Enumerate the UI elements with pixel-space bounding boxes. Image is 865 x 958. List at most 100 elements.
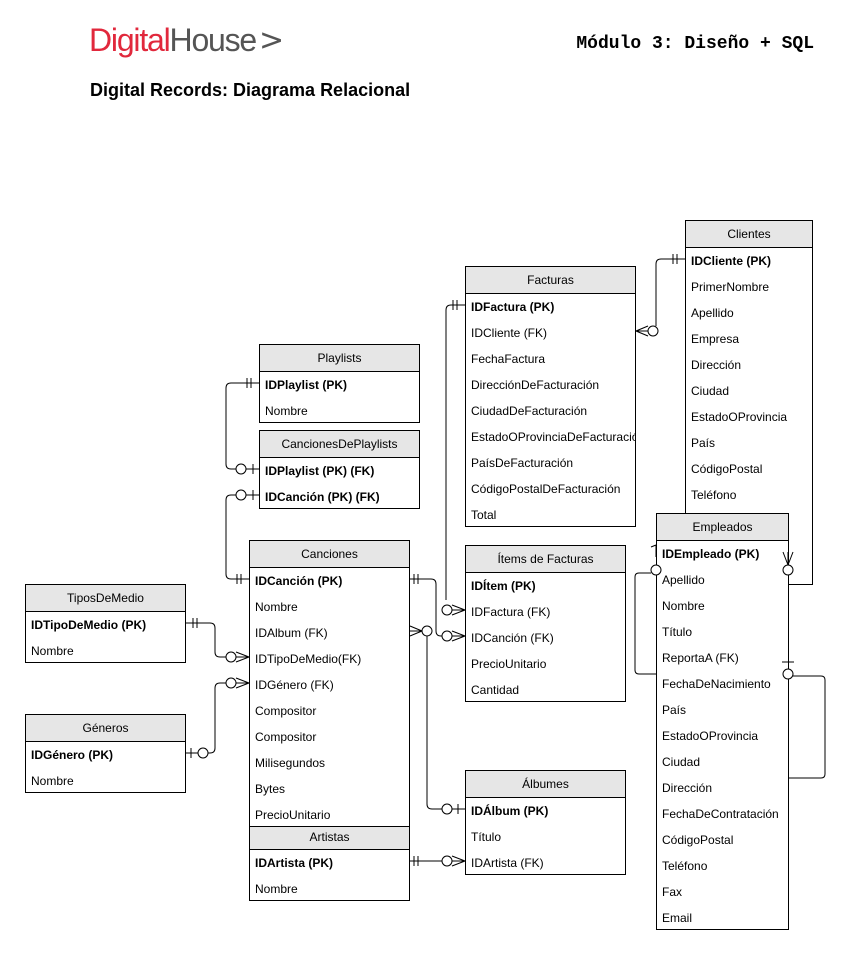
relation-canciones-canciones-de-playlists xyxy=(225,489,259,584)
entity-field: Ciudad xyxy=(662,755,701,769)
entity-field: FechaDeNacimiento xyxy=(662,677,771,691)
relation-canciones-items-de-facturas xyxy=(410,574,466,642)
entity-field: PrecioUnitario xyxy=(255,808,331,822)
entity-field: IDPlaylist (PK) xyxy=(265,378,348,392)
entity-field: Dirección xyxy=(691,358,742,372)
module-label: Módulo 3: Diseño + SQL xyxy=(576,34,814,54)
entity-field: IDCliente (PK) xyxy=(691,254,772,268)
entity-field: Nombre xyxy=(255,882,298,896)
entity-field: IDGénero (FK) xyxy=(255,678,334,692)
entity-field: PrecioUnitario xyxy=(471,657,547,671)
entity-canciones-de-playlists: CancionesDePlaylists IDPlaylist (PK) (FK… xyxy=(259,430,420,509)
entity-empleados: Empleados IDEmpleado (PK) Apellido Nombr… xyxy=(656,513,789,930)
relation-artistas-albumes xyxy=(410,855,466,867)
entity-field: País xyxy=(662,703,687,717)
entity-header: CancionesDePlaylists xyxy=(260,431,419,458)
entity-field: IDTipoDeMedio (PK) xyxy=(31,618,147,632)
relation-generos-canciones xyxy=(186,677,250,759)
entity-field: Compositor xyxy=(255,730,317,744)
entity-field: Apellido xyxy=(662,573,705,587)
entity-tipos-de-medio: TiposDeMedio IDTipoDeMedio (PK) Nombre xyxy=(25,584,186,663)
entity-header: Empleados xyxy=(657,514,788,541)
entity-field: IDPlaylist (PK) (FK) xyxy=(265,464,375,478)
logo-text-house: House xyxy=(169,21,258,58)
logo-text-digital: Digital xyxy=(89,21,171,58)
entity-field: Dirección xyxy=(662,781,713,795)
entity-field: Cantidad xyxy=(471,683,520,697)
entity-field: Compositor xyxy=(255,704,317,718)
entity-field: Título xyxy=(471,830,502,844)
entity-field: IDArtista (PK) xyxy=(255,856,334,870)
entity-field: EstadoOProvincia xyxy=(691,410,788,424)
entity-field: Nombre xyxy=(265,404,308,418)
entity-field: IDFactura (PK) xyxy=(471,300,555,314)
entity-field: PrimerNombre xyxy=(691,280,770,294)
relation-empleados-clientes xyxy=(650,544,794,576)
entity-artistas: Artistas IDArtista (PK) Nombre xyxy=(249,826,410,901)
entity-field: IDAlbum (FK) xyxy=(255,626,328,640)
entity-field: Empresa xyxy=(691,332,740,346)
entity-field: Email xyxy=(662,911,693,925)
entity-field: IDCanción (FK) xyxy=(471,631,554,645)
entity-field: Teléfono xyxy=(662,859,708,873)
entity-field: IDEmpleado (PK) xyxy=(662,547,760,561)
entity-field: Apellido xyxy=(691,306,734,320)
entity-field: IDCanción (PK) xyxy=(255,574,343,588)
entity-field: PaísDeFacturación xyxy=(471,456,574,470)
entity-field: FechaFactura xyxy=(471,352,546,366)
entity-field: CódigoPostal xyxy=(662,833,734,847)
entity-items-de-facturas: Ítems de Facturas IDÍtem (PK) IDFactura … xyxy=(465,545,626,702)
entity-field: Fax xyxy=(662,885,683,899)
entity-header: Álbumes xyxy=(466,771,625,798)
entity-field: DirecciónDeFacturación xyxy=(471,378,600,392)
entity-facturas: Facturas IDFactura (PK) IDCliente (FK) F… xyxy=(465,266,636,527)
logo-chevron-icon: > xyxy=(259,22,285,58)
entity-header: Clientes xyxy=(686,221,812,248)
relation-clientes-facturas xyxy=(635,254,685,337)
relation-canciones-albumes xyxy=(409,625,465,815)
entity-field: CiudadDeFacturación xyxy=(471,404,588,418)
entity-field: IDFactura (FK) xyxy=(471,605,551,619)
entity-field: IDTipoDeMedio(FK) xyxy=(255,652,362,666)
entity-header: Playlists xyxy=(260,345,419,372)
entity-header: Géneros xyxy=(26,715,185,742)
entity-field: Ciudad xyxy=(691,384,730,398)
entity-field: Título xyxy=(662,625,693,639)
entity-header: Artistas xyxy=(250,827,409,850)
entity-header: TiposDeMedio xyxy=(26,585,185,612)
entity-field: IDÁlbum (PK) xyxy=(471,804,549,818)
entity-field: IDCanción (PK) (FK) xyxy=(265,490,380,504)
entity-field: Total xyxy=(471,508,497,522)
entity-field: IDCliente (FK) xyxy=(471,326,548,340)
entity-field: Bytes xyxy=(255,782,286,796)
entity-field: Teléfono xyxy=(691,488,737,502)
relation-playlists-canciones-de-playlists xyxy=(225,378,259,475)
entity-field: IDArtista (FK) xyxy=(471,856,544,870)
entity-field: Nombre xyxy=(662,599,705,613)
entity-header: Canciones xyxy=(250,541,409,568)
relation-facturas-items-de-facturas xyxy=(441,300,466,616)
entity-field: IDGénero (PK) xyxy=(31,748,114,762)
relation-tipos-de-medio-canciones xyxy=(186,618,250,663)
diagram-title: Digital Records: Diagrama Relacional xyxy=(90,80,411,100)
entity-albumes: Álbumes IDÁlbum (PK) Título IDArtista (F… xyxy=(465,770,626,875)
entity-field: País xyxy=(691,436,716,450)
entity-field: IDÍtem (PK) xyxy=(471,579,536,593)
entity-field: Milisegundos xyxy=(255,756,326,770)
entity-field: CódigoPostalDeFacturación xyxy=(471,482,621,496)
entity-field: Nombre xyxy=(255,600,298,614)
entity-generos: Géneros IDGénero (PK) Nombre xyxy=(25,714,186,793)
entity-playlists: Playlists IDPlaylist (PK) Nombre xyxy=(259,344,420,423)
entity-field: ReportaA (FK) xyxy=(662,651,739,665)
entity-field: Nombre xyxy=(31,644,74,658)
entity-field: FechaDeContratación xyxy=(662,807,779,821)
entity-canciones: Canciones IDCanción (PK) Nombre IDAlbum … xyxy=(249,540,410,827)
entity-header: Ítems de Facturas xyxy=(466,546,625,573)
entity-field: EstadoOProvincia xyxy=(662,729,759,743)
entity-field: Nombre xyxy=(31,774,74,788)
entity-field: CódigoPostal xyxy=(691,462,763,476)
entity-header: Facturas xyxy=(466,267,635,294)
entity-field: EstadoOProvinciaDeFacturación xyxy=(471,430,635,444)
